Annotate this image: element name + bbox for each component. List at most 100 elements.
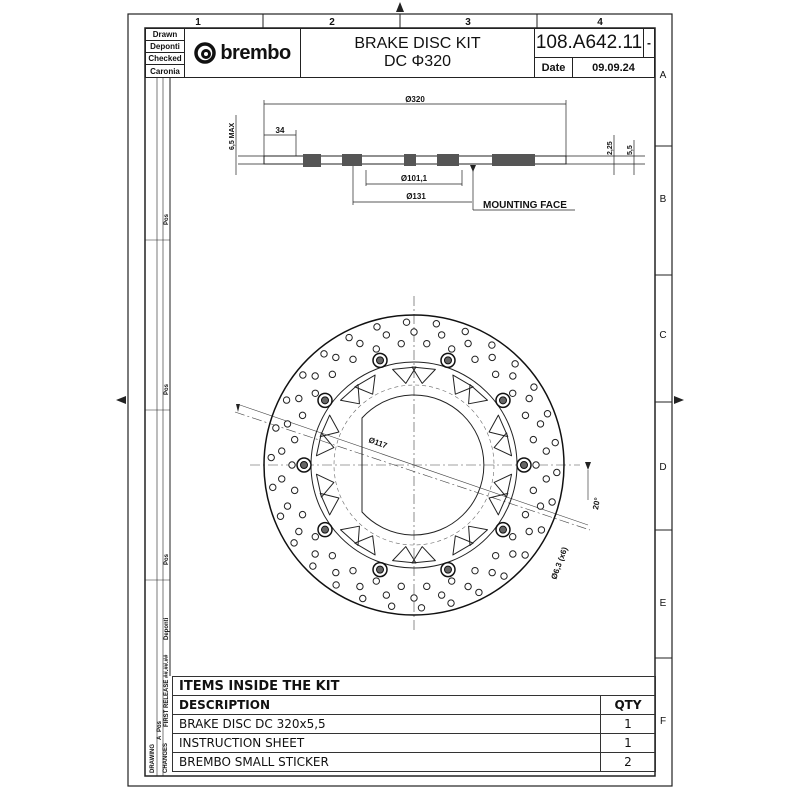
drill-hole xyxy=(332,581,340,589)
drill-hole xyxy=(529,435,538,444)
spoke-window xyxy=(452,374,474,395)
drill-hole xyxy=(432,320,441,328)
spoke-window xyxy=(468,525,489,546)
rev-drawing-label: DRAWING xyxy=(150,744,156,773)
dim-117-label: Ø117 xyxy=(367,435,389,450)
drill-hole xyxy=(530,383,538,391)
drill-hole xyxy=(471,566,479,575)
rev-pos-2: Pos xyxy=(164,383,170,395)
drill-hole xyxy=(382,591,391,599)
drill-hole xyxy=(359,594,367,603)
drill-hole xyxy=(283,502,292,510)
rev-pos-3: Pos xyxy=(164,213,170,225)
drill-hole xyxy=(542,447,550,455)
grid-col-3: 3 xyxy=(465,17,471,28)
drill-hole xyxy=(290,486,299,495)
dim-131-label: Ø131 xyxy=(406,192,426,201)
drill-hole xyxy=(356,339,364,348)
dim-1011-label: Ø101,1 xyxy=(401,174,428,183)
bolt-button xyxy=(296,457,312,473)
spoke-window xyxy=(354,535,376,556)
drill-hole xyxy=(298,411,307,420)
disc-outer-edge xyxy=(263,314,565,616)
drill-hole xyxy=(542,475,550,483)
spoke-window xyxy=(339,384,360,405)
spoke-window xyxy=(488,414,509,438)
col-qty: QTY xyxy=(600,695,656,715)
bolt-button xyxy=(372,352,388,369)
spoke-window xyxy=(493,473,513,498)
bolt-button xyxy=(495,521,511,538)
drill-hole xyxy=(311,533,319,541)
rev-pos-1: Pos xyxy=(164,553,170,565)
drill-hole xyxy=(328,370,337,379)
spoke-window xyxy=(319,492,340,516)
drill-hole xyxy=(488,353,496,362)
drill-hole xyxy=(509,372,517,380)
drill-hole xyxy=(521,510,530,519)
drill-hole xyxy=(309,562,317,570)
drill-hole xyxy=(382,331,391,339)
brand-name: brembo xyxy=(220,41,291,64)
rev-first-release: FIRST RELEASE ##.##.## xyxy=(164,654,170,727)
drill-hole xyxy=(553,468,561,477)
drill-hole xyxy=(437,591,446,599)
section-arrow-right xyxy=(585,462,591,470)
dim-55-label: 5,5 xyxy=(627,145,634,155)
bolt-button xyxy=(495,392,511,409)
drill-hole xyxy=(311,389,319,397)
drill-hole xyxy=(410,594,418,602)
drill-hole xyxy=(278,475,286,483)
grid-row-e: E xyxy=(660,598,667,609)
grid-row-b: B xyxy=(660,194,667,205)
drill-hole xyxy=(372,345,380,353)
spoke-window xyxy=(452,535,474,556)
drill-hole xyxy=(532,461,540,469)
drill-hole xyxy=(461,327,469,336)
drill-hole xyxy=(298,510,307,519)
drill-hole xyxy=(537,526,546,534)
spoke-window xyxy=(319,414,340,438)
drill-hole xyxy=(509,550,517,558)
drill-hole xyxy=(529,486,538,495)
dim-320-label: Ø320 xyxy=(405,95,425,104)
drill-hole xyxy=(491,370,500,379)
drill-hole xyxy=(402,318,411,326)
drill-hole xyxy=(299,371,307,379)
drill-hole xyxy=(488,341,496,349)
drill-hole xyxy=(525,394,533,403)
title-line-1: BRAKE DISC KIT xyxy=(354,35,481,52)
drill-hole xyxy=(372,577,380,585)
drill-hole xyxy=(267,453,275,462)
item-qty: 1 xyxy=(600,714,656,734)
items-heading: ITEMS INSIDE THE KIT xyxy=(172,676,656,696)
drill-hole xyxy=(475,588,483,597)
dim-angle-label: 20° xyxy=(591,497,602,510)
drill-hole xyxy=(525,527,533,536)
drill-hole xyxy=(437,331,446,339)
drill-hole xyxy=(536,502,545,510)
title-line-2: DC Φ320 xyxy=(383,53,451,70)
spoke-window xyxy=(411,366,436,384)
drill-hole xyxy=(543,410,552,418)
drill-hole xyxy=(349,355,357,364)
spoke-window xyxy=(488,492,509,516)
drill-hole xyxy=(283,420,292,428)
drill-hole xyxy=(295,394,303,403)
grid-row-d: D xyxy=(659,462,666,473)
bolt-button xyxy=(372,561,388,578)
grid-row-c: C xyxy=(659,330,666,341)
drill-hole xyxy=(536,420,545,428)
drill-hole xyxy=(311,372,319,380)
spoke-window xyxy=(468,384,489,405)
drill-hole xyxy=(464,339,472,348)
drill-hole xyxy=(491,551,500,560)
drill-hole xyxy=(397,339,405,348)
rev-author: Deponti xyxy=(164,617,170,640)
drill-hole xyxy=(349,566,357,575)
dim-34-label: 34 xyxy=(276,126,285,135)
